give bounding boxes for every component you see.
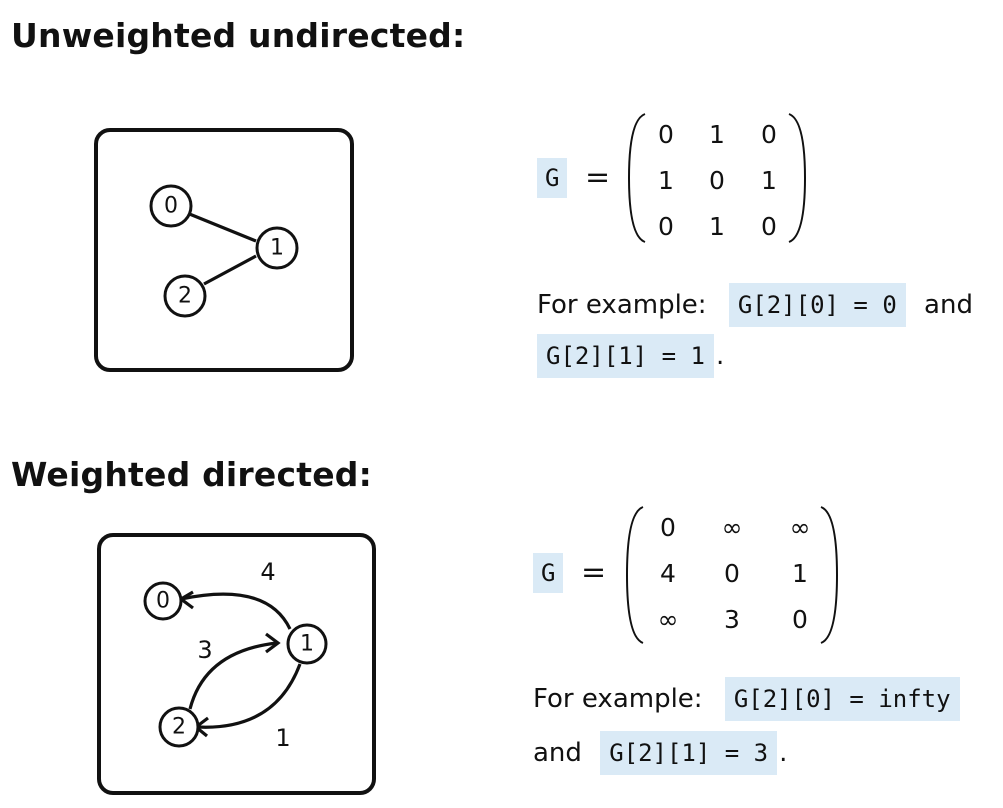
- matrix-cell: 1: [709, 120, 725, 149]
- section-heading-weighted: Weighted directed:: [11, 455, 373, 494]
- matrix-cell: 1: [709, 212, 725, 241]
- node-label-0: 0: [164, 194, 178, 219]
- example-end: .: [779, 738, 788, 768]
- edge-weight-1-0: 4: [260, 558, 275, 586]
- right-parenthesis: [788, 113, 807, 243]
- example-line-1a: For example: G[2][0] = 0 and: [537, 283, 973, 327]
- matrix-cell: 0: [660, 513, 676, 542]
- node-label-2: 2: [172, 715, 186, 740]
- node-0: 0: [143, 581, 183, 621]
- example-line-2a: For example: G[2][0] = infty: [533, 677, 960, 721]
- matrix-cell: 0: [761, 212, 777, 241]
- node-2: 2: [163, 274, 207, 318]
- edge-weight-1-2: 1: [275, 724, 290, 752]
- left-parenthesis: [627, 113, 646, 243]
- node-1: 1: [255, 226, 299, 270]
- example-intro: For example:: [533, 684, 703, 714]
- matrix-cell: 0: [792, 605, 808, 634]
- example-code: G[2][1] = 3: [600, 731, 778, 775]
- example-line-2b: and G[2][1] = 3.: [533, 731, 787, 775]
- matrix-variable: G: [537, 158, 568, 198]
- graph-canvas: 0 1 2 4 3 1: [143, 558, 328, 752]
- graph-canvas: 0 1 2: [149, 184, 299, 318]
- adjacency-matrix-equation-1: G = 0 1 0 1 0 1 0 1 0: [537, 112, 807, 244]
- edge-1-2: [196, 663, 302, 729]
- node-label-1: 1: [300, 632, 314, 657]
- matrix-cells: 0 ∞ ∞ 4 0 1 ∞ 3 0: [639, 505, 833, 643]
- matrix-cell: 0: [658, 120, 674, 149]
- matrix-cell: 1: [792, 559, 808, 588]
- example-code: G[2][0] = infty: [724, 677, 960, 721]
- section-heading-unweighted: Unweighted undirected:: [11, 16, 466, 55]
- node-1: 1: [286, 623, 328, 665]
- matrix-cell: 1: [761, 166, 777, 195]
- matrix-cell: ∞: [789, 513, 811, 542]
- example-code: G[2][0] = 0: [728, 283, 906, 327]
- edge-2-1: [188, 641, 278, 710]
- example-joiner: and: [924, 290, 973, 320]
- arrowhead-icon: [178, 590, 194, 610]
- example-end: .: [715, 341, 725, 371]
- edge-2-1: [203, 254, 257, 286]
- matrix-variable: G: [533, 553, 564, 593]
- matrix-cell: 0: [761, 120, 777, 149]
- graph-unweighted-undirected: 0 1 2: [94, 128, 354, 372]
- graph-weighted-directed: 0 1 2 4 3 1: [97, 533, 376, 795]
- matrix-cells: 0 1 0 1 0 1 0 1 0: [641, 112, 795, 250]
- node-2: 2: [158, 706, 200, 748]
- equals-sign: =: [585, 160, 611, 195]
- node-label-2: 2: [178, 284, 192, 309]
- example-intro: For example:: [537, 290, 707, 320]
- arrowhead-icon: [265, 632, 281, 654]
- edge-weight-2-1: 3: [197, 636, 212, 664]
- matrix-cell: ∞: [721, 513, 743, 542]
- matrix-cell: 1: [658, 166, 674, 195]
- matrix-cell: 3: [724, 605, 740, 634]
- matrix-cell: 0: [658, 212, 674, 241]
- node-label-1: 1: [270, 236, 284, 261]
- left-parenthesis: [625, 506, 644, 644]
- node-label-0: 0: [156, 589, 170, 614]
- right-parenthesis: [820, 506, 839, 644]
- example-line-1b: G[2][1] = 1.: [537, 334, 724, 378]
- example-code: G[2][1] = 1: [537, 334, 714, 378]
- node-0: 0: [149, 184, 193, 228]
- equals-sign: =: [581, 555, 607, 590]
- matrix-cell: 0: [709, 166, 725, 195]
- edge-0-1: [186, 211, 257, 243]
- adjacency-matrix-equation-2: G = 0 ∞ ∞ 4 0 1 ∞ 3 0: [533, 505, 843, 645]
- matrix-cell: ∞: [657, 605, 679, 634]
- edge-1-0: [180, 592, 292, 630]
- example-joiner: and: [533, 738, 582, 768]
- matrix-cell: 0: [724, 559, 740, 588]
- matrix-cell: 4: [660, 559, 676, 588]
